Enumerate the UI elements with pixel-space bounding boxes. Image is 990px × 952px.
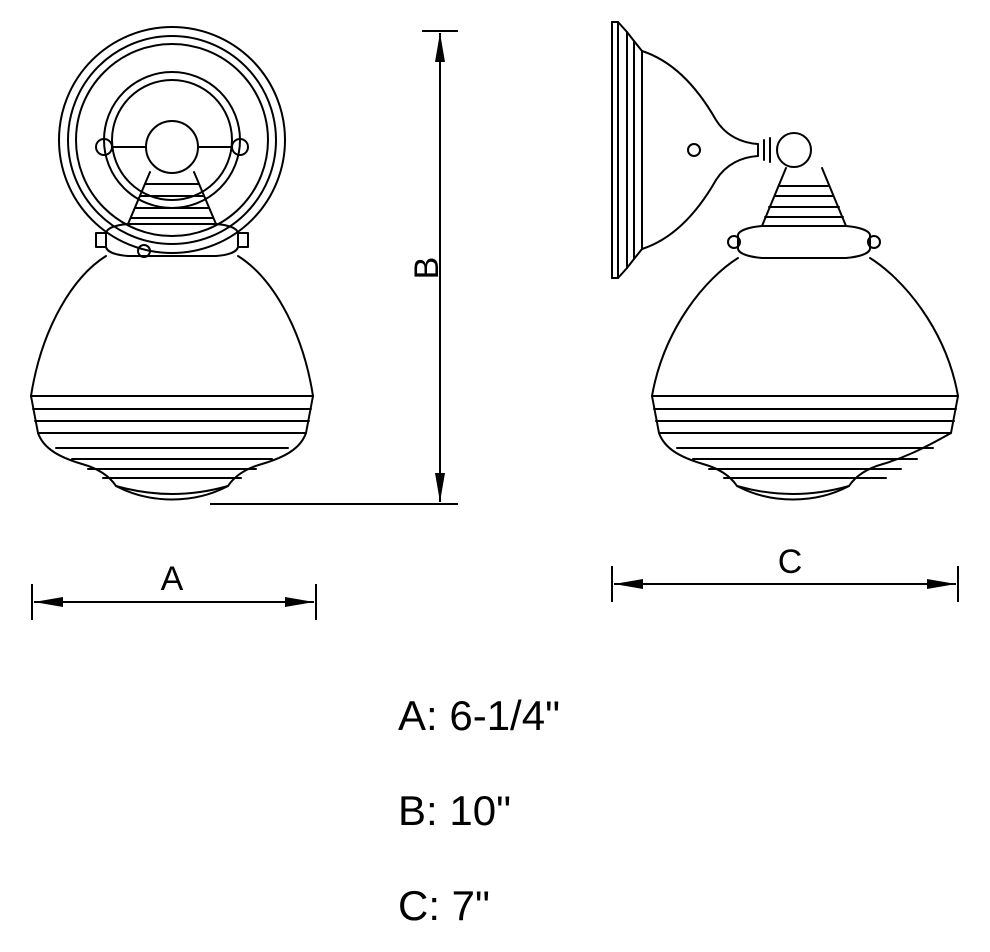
legend-item-a: A: 6-1/4" (398, 691, 560, 739)
dimension-label-a: A (161, 560, 184, 598)
side-backplate (611, 21, 812, 279)
legend-item-b: B: 10" (398, 786, 511, 834)
side-thumbscrew-left (727, 235, 741, 249)
front-shade (30, 255, 314, 501)
front-thumbscrew-right (237, 232, 249, 248)
dimension-c: C (611, 543, 959, 602)
legend-item-c: C: 7" (398, 881, 490, 929)
front-setscrew (137, 244, 151, 258)
side-shade (651, 257, 959, 501)
side-stem (761, 167, 847, 227)
front-hub (145, 120, 199, 174)
side-thumbscrew-right (867, 235, 881, 249)
front-thumbscrew-left (95, 232, 107, 248)
technical-drawing: B A (30, 21, 959, 620)
side-view (611, 21, 959, 501)
dimension-label-b: B (408, 257, 446, 280)
dimension-a: A (31, 560, 317, 620)
front-collar (95, 223, 249, 258)
dim-c-ticks (611, 566, 959, 602)
side-plate-screw (687, 143, 701, 157)
front-view (30, 26, 314, 501)
dimensions-legend: A: 6-1/4" B: 10" C: 7" (398, 668, 560, 952)
dimension-label-c: C (778, 543, 803, 581)
dim-a-ticks (31, 584, 317, 620)
side-ball-joint (776, 132, 812, 168)
dimension-b: B (210, 30, 458, 505)
side-collar (727, 225, 881, 259)
front-stem (127, 171, 217, 225)
front-backplate (58, 26, 286, 254)
